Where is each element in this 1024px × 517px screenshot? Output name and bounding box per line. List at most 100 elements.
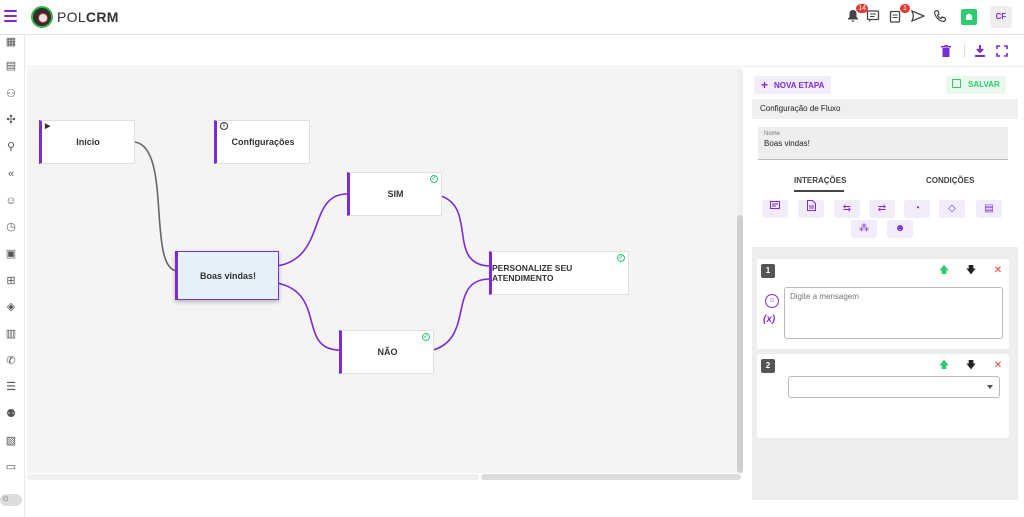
avatar[interactable]: CF (990, 6, 1012, 28)
chat-icon[interactable] (865, 9, 881, 25)
tasks-badge: 1 (900, 4, 910, 13)
emoji-icon[interactable]: ☺ (765, 294, 779, 308)
flow-node-label: Início (76, 137, 100, 147)
step-card-1: 1 🡅 🡇 ✕ ☺ (x) (757, 259, 1009, 349)
tag-icon[interactable]: ◇ (939, 200, 965, 218)
move-up-icon[interactable]: 🡅 (938, 360, 950, 371)
menu-icon[interactable] (4, 10, 17, 22)
edge-sim-personalize (440, 195, 490, 267)
check-icon: ✓ (422, 333, 430, 341)
canvas-vertical-scrollbar[interactable] (737, 70, 743, 473)
flow-canvas[interactable]: ▶ Início i Configurações Boas vindas! ✓ … (27, 68, 743, 473)
save-label: SALVAR (968, 80, 1000, 89)
check-icon: ✓ (430, 175, 438, 183)
reply-all-icon[interactable]: « (7, 168, 15, 180)
delete-step-icon[interactable]: ✕ (993, 265, 1003, 276)
send-icon[interactable] (910, 9, 926, 25)
message-add-icon[interactable]: ⊞ (6, 275, 16, 287)
phone-icon[interactable] (932, 9, 948, 25)
step-number: 1 (761, 264, 775, 278)
calendar-icon[interactable]: ▧ (5, 435, 17, 447)
bell-icon[interactable]: 14 (845, 4, 868, 25)
fullscreen-icon[interactable] (996, 45, 1008, 57)
brand-name-light: POL (57, 9, 86, 25)
delete-icon[interactable] (940, 45, 952, 57)
move-down-icon[interactable]: 🡇 (965, 360, 977, 371)
edge-nao-personalize (432, 278, 490, 351)
message-icon[interactable] (762, 200, 788, 218)
save-button[interactable]: SALVAR (946, 76, 1006, 94)
brand-name: POLCRM (57, 9, 119, 25)
canvas-horizontal-scrollbar[interactable] (27, 473, 743, 481)
webhook-icon[interactable]: ⁂ (851, 220, 877, 238)
check-icon: ✓ (617, 254, 625, 262)
edge-boasvindas-nao (276, 282, 341, 351)
flow-node-boas-vindas[interactable]: Boas vindas! (175, 251, 279, 300)
files-icon[interactable]: ▥ (5, 328, 17, 340)
user-add-icon[interactable]: ⚉ (6, 408, 16, 420)
delete-step-icon[interactable]: ✕ (993, 360, 1003, 371)
clipboard-icon[interactable]: 1 (887, 4, 910, 25)
brand-logo[interactable] (31, 6, 53, 28)
file-icon[interactable] (798, 200, 824, 218)
flow-node-inicio[interactable]: ▶ Início (39, 120, 135, 164)
list-box-icon[interactable]: ▤ (976, 200, 1002, 218)
variable-button[interactable]: (x) (763, 314, 776, 325)
edge-inicio-boasvindas (134, 141, 178, 272)
top-bar: POLCRM 14 1 ☗ CF (0, 0, 1024, 35)
step-select[interactable] (788, 376, 1000, 398)
flow-node-configuracoes[interactable]: i Configurações (214, 120, 310, 164)
name-field[interactable]: Nome Boas vindas! (758, 127, 1008, 160)
chevron-down-icon (987, 385, 993, 389)
inbox-icon[interactable]: ▭ (5, 461, 17, 473)
dashboard-icon[interactable]: ▦ (5, 36, 17, 48)
list-icon[interactable]: ☰ (6, 381, 16, 393)
info-icon: i (220, 122, 228, 130)
panel-title: Configuração de Fluxo (752, 99, 1018, 119)
new-step-button[interactable]: +NOVA ETAPA (754, 76, 832, 94)
move-down-icon[interactable]: 🡇 (965, 265, 977, 276)
tag-icon[interactable]: ◈ (6, 301, 16, 313)
document-icon[interactable]: ▤ (5, 60, 17, 72)
bot-icon[interactable]: ☻ (887, 220, 913, 238)
robot-icon[interactable]: ☺ (5, 195, 17, 207)
flow-connections (134, 141, 490, 351)
swap-icon[interactable]: ⇆ (834, 200, 860, 218)
message-input[interactable] (784, 287, 1003, 339)
flow-config-panel: +NOVA ETAPA SALVAR Configuração de Fluxo… (752, 68, 1018, 500)
sidebar: ▦ ▤ ⚇ ✣ ⚲ « ☺ ◷ ▣ ⊞ ◈ ▥ ✆ ☰ ⚉ ▧ ▭ (0, 35, 25, 517)
tab-condicoes[interactable]: CONDIÇÕES (926, 176, 975, 185)
users-icon[interactable]: ⚇ (6, 88, 16, 100)
flow-icon[interactable]: ✣ (6, 114, 16, 126)
start-icon: ▶ (45, 123, 51, 130)
flow-node-personalize[interactable]: ✓ PERSONALIZE SEU ATENDIMENTO (489, 251, 629, 295)
canvas-toolbar (25, 35, 1024, 67)
toolbar-divider (964, 44, 965, 58)
download-icon[interactable] (974, 45, 986, 57)
edge-boasvindas-sim (276, 193, 348, 267)
phone-forward-icon[interactable]: ✆ (6, 355, 16, 367)
name-field-value[interactable]: Boas vindas! (764, 139, 810, 148)
flow-node-label: NÃO (377, 347, 398, 357)
step-card-2: 2 🡅 🡇 ✕ (757, 354, 1009, 438)
timer-icon[interactable]: ◔ (904, 200, 930, 218)
flow-node-label: SIM (387, 189, 404, 199)
gift-icon[interactable]: ▣ (5, 248, 17, 260)
notifications-badge: 14 (856, 4, 868, 13)
name-field-label: Nome (764, 131, 781, 137)
queue-icon[interactable]: ⚲ (6, 141, 16, 153)
tab-interacoes[interactable]: INTERAÇÕES (794, 174, 846, 192)
contact-icon[interactable]: ☗ (961, 9, 977, 25)
save-icon (952, 79, 961, 88)
flow-node-sim[interactable]: ✓ SIM (347, 172, 442, 216)
flow-node-nao[interactable]: ✓ NÃO (339, 330, 434, 374)
brand-name-bold: CRM (85, 9, 119, 25)
flow-node-label: PERSONALIZE SEU ATENDIMENTO (492, 263, 573, 283)
move-up-icon[interactable]: 🡅 (938, 265, 950, 276)
flow-node-label: Configurações (231, 137, 295, 147)
steps-area: 1 🡅 🡇 ✕ ☺ (x) 2 🡅 🡇 ✕ (752, 247, 1018, 500)
swap-alt-icon[interactable]: ⇄ (869, 200, 895, 218)
new-step-label: NOVA ETAPA (774, 81, 825, 90)
schedule-icon[interactable]: ◷ (6, 221, 16, 233)
theme-toggle[interactable] (0, 493, 22, 506)
